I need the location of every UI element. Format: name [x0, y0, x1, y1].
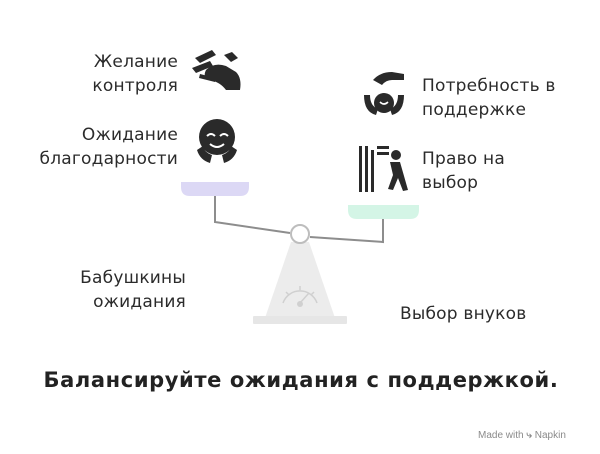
headline: Балансируйте ожидания с поддержкой. [43, 368, 559, 392]
gauge-icon [282, 286, 318, 304]
support-hand-icon [364, 72, 404, 115]
scale-stand [265, 242, 335, 318]
napkin-logo-icon: ⤷ [526, 430, 532, 441]
scale-pivot [290, 224, 310, 244]
gauge-needle-pivot [297, 301, 303, 307]
left-pan [181, 182, 249, 196]
right-pan [348, 205, 419, 219]
scale-beam-right [309, 218, 384, 244]
label-grandchildren-choice: Выбор внуков [400, 304, 527, 324]
scale-beam [214, 195, 291, 234]
grateful-face-icon [197, 119, 237, 163]
hand-control-icon [192, 50, 241, 90]
footer-made-with: Made with ⤷ Napkin [478, 430, 566, 441]
scale-base [253, 316, 347, 324]
choice-walk-icon [359, 146, 408, 192]
